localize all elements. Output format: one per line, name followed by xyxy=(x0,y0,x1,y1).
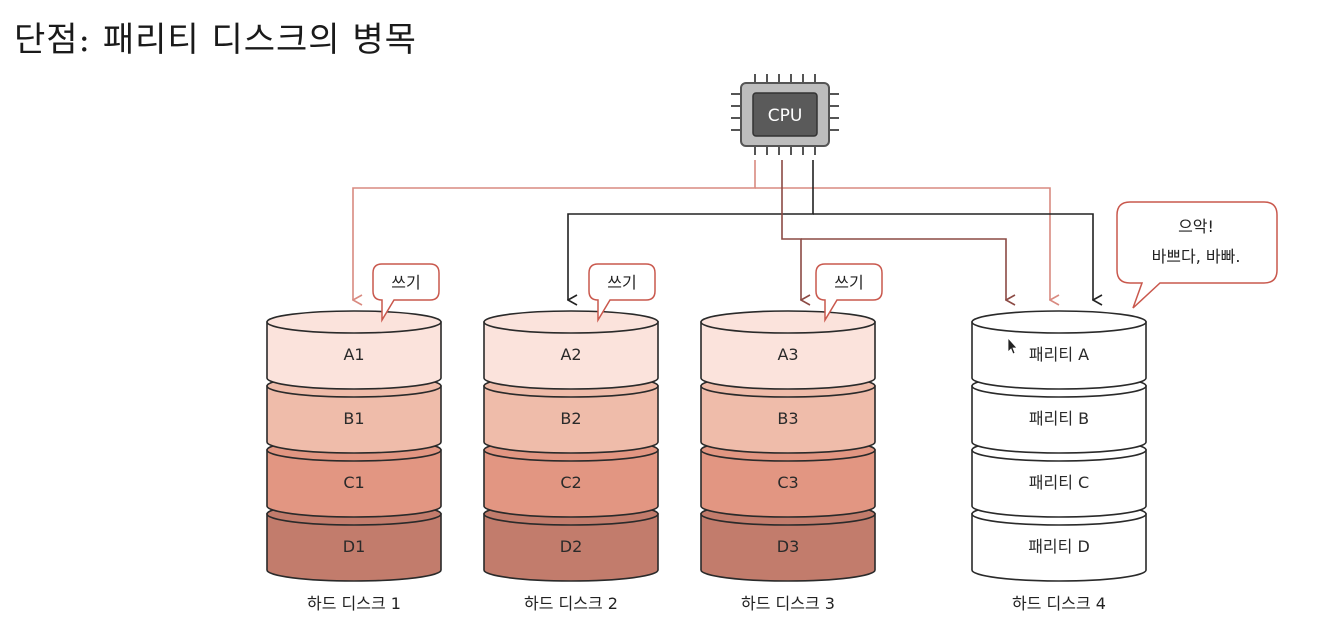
connection-lines xyxy=(353,160,1093,300)
cylinder-body xyxy=(971,513,1147,582)
block-label: 패리티 B xyxy=(1029,409,1089,428)
block-label: D2 xyxy=(560,537,583,556)
cylinder-body xyxy=(266,449,442,518)
disk-2-block-1: A2 xyxy=(483,310,659,390)
cylinder-body xyxy=(266,385,442,454)
parity-bubble: 으악! 바쁘다, 바빠. xyxy=(1116,201,1278,309)
write-arrow-disk3 xyxy=(781,160,801,300)
block-label: B2 xyxy=(560,409,581,428)
read-arrow-disk4 xyxy=(813,213,1093,300)
disk-stack-3: D3 C3 B3 A3 하드 디스크 3 xyxy=(700,310,876,613)
cpu-label: CPU xyxy=(768,106,803,126)
parity-bubble-line1: 으악! xyxy=(1178,217,1214,236)
cylinder-body xyxy=(483,385,659,454)
cylinder-top xyxy=(971,310,1147,334)
cylinder-body xyxy=(483,321,659,390)
write-arrow-disk4-b xyxy=(801,238,1006,300)
write-bubble-3: 쓰기 xyxy=(815,263,883,323)
block-label: A3 xyxy=(777,345,798,364)
write-arrow-disk4 xyxy=(755,187,1050,300)
disk-4-block-1: 패리티 A xyxy=(971,310,1147,390)
cylinder-top xyxy=(700,310,876,334)
block-label: B1 xyxy=(343,409,364,428)
disk-1-block-1: A1 xyxy=(266,310,442,390)
cylinder-body xyxy=(266,513,442,582)
disk-label: 하드 디스크 2 xyxy=(524,594,618,613)
write-bubble-3-text: 쓰기 xyxy=(834,273,863,292)
cylinder-body xyxy=(700,385,876,454)
write-bubble-2-text: 쓰기 xyxy=(607,273,636,292)
cylinder-body xyxy=(700,513,876,582)
page-title: 단점: 패리티 디스크의 병목 xyxy=(14,20,417,60)
parity-bubble-line2: 바쁘다, 바빠. xyxy=(1152,247,1241,266)
write-bubble-1-text: 쓰기 xyxy=(391,273,420,292)
cylinder-body xyxy=(971,321,1147,390)
cpu-chip: CPU xyxy=(731,74,839,155)
cylinder-body xyxy=(483,513,659,582)
disk-label: 하드 디스크 1 xyxy=(307,594,401,613)
write-arrow-disk1 xyxy=(353,160,756,300)
block-label: 패리티 D xyxy=(1028,537,1090,556)
block-label: A1 xyxy=(343,345,364,364)
block-label: D3 xyxy=(777,537,800,556)
mouse-cursor-icon xyxy=(1007,336,1018,355)
block-label: C2 xyxy=(560,473,581,492)
cylinder-body xyxy=(971,449,1147,518)
block-label: 패리티 C xyxy=(1029,473,1089,492)
cylinder-top xyxy=(266,310,442,334)
disk-3-block-1: A3 xyxy=(700,310,876,390)
read-arrow-disk2 xyxy=(568,160,814,300)
disk-stack-4: 패리티 D 패리티 C 패리티 B 패리티 A 하드 디스크 4 xyxy=(971,310,1147,613)
disk-label: 하드 디스크 3 xyxy=(741,594,835,613)
cpu-core xyxy=(752,92,818,137)
block-label: B3 xyxy=(777,409,798,428)
cylinder-body xyxy=(483,449,659,518)
cylinder-body xyxy=(971,385,1147,454)
cylinder-body xyxy=(266,321,442,390)
cylinder-body xyxy=(700,449,876,518)
block-label: A2 xyxy=(560,345,581,364)
disk-stack-1: D1 C1 B1 A1 하드 디스크 1 xyxy=(266,310,442,613)
write-bubble-1: 쓰기 xyxy=(372,263,440,323)
block-label: C3 xyxy=(777,473,798,492)
block-label: C1 xyxy=(343,473,364,492)
cylinder-top xyxy=(483,310,659,334)
disk-stack-2: D2 C2 B2 A2 하드 디스크 2 xyxy=(483,310,659,613)
disk-label: 하드 디스크 4 xyxy=(1012,594,1106,613)
block-label: D1 xyxy=(343,537,366,556)
block-label: 패리티 A xyxy=(1029,345,1089,364)
write-bubble-2: 쓰기 xyxy=(588,263,656,323)
cylinder-body xyxy=(700,321,876,390)
